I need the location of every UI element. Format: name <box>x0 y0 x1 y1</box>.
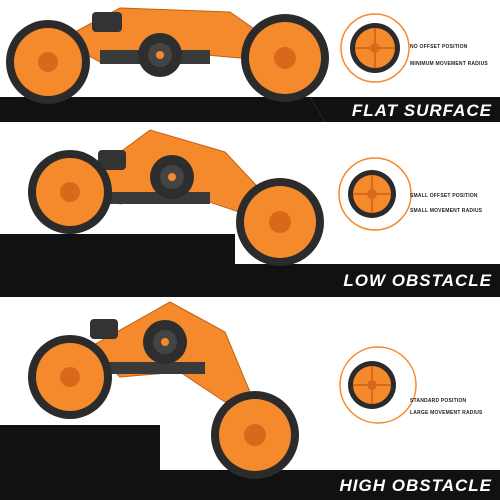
wheel-diagram-high <box>339 346 417 424</box>
wheel-rear-low <box>28 150 112 234</box>
panel-high-obstacle: STANDARD POSITION LARGE MOVEMENT RADIUS … <box>0 297 500 500</box>
wheel-diagram-flat <box>340 13 410 83</box>
low-obstacle-illustration <box>0 129 500 297</box>
caption-band-high <box>0 470 500 500</box>
panel-flat-surface: NO OFFSET POSITION MINIMUM MOVEMENT RADI… <box>0 0 500 122</box>
caption-band-low <box>0 264 500 297</box>
note-high-2: LARGE MOVEMENT RADIUS <box>410 410 483 416</box>
wheel-rear-high <box>28 335 112 419</box>
caption-high-obstacle: HIGH OBSTACLE <box>339 476 492 495</box>
note-low-2: SMALL MOVEMENT RADIUS <box>410 208 483 214</box>
flat-surface-illustration <box>0 7 500 122</box>
caption-low-obstacle: LOW OBSTACLE <box>343 271 492 290</box>
note-flat-1: NO OFFSET POSITION <box>410 44 468 50</box>
step-obstacle-high <box>0 425 160 470</box>
robot-car-low <box>28 129 324 266</box>
step-obstacle-low <box>0 234 235 264</box>
high-obstacle-illustration <box>0 301 500 500</box>
panel-low-obstacle: SMALL OFFSET POSITION SMALL MOVEMENT RAD… <box>0 122 500 297</box>
motor-block <box>92 12 122 32</box>
wheel-diagram-low <box>338 157 412 231</box>
robot-car-flat <box>6 7 329 104</box>
note-high-1: STANDARD POSITION <box>410 398 467 404</box>
note-low-1: SMALL OFFSET POSITION <box>410 193 478 199</box>
wheel-front-left <box>6 20 90 104</box>
wheel-front-low <box>236 178 324 266</box>
ground-flat <box>0 97 325 122</box>
caption-flat-surface: FLAT SURFACE <box>351 101 492 120</box>
wheel-front-high <box>211 391 299 479</box>
wheel-front-right <box>241 14 329 102</box>
caption-band-flat <box>310 97 500 122</box>
note-flat-2: MINIMUM MOVEMENT RADIUS <box>410 61 488 67</box>
robot-car-high <box>28 301 299 479</box>
